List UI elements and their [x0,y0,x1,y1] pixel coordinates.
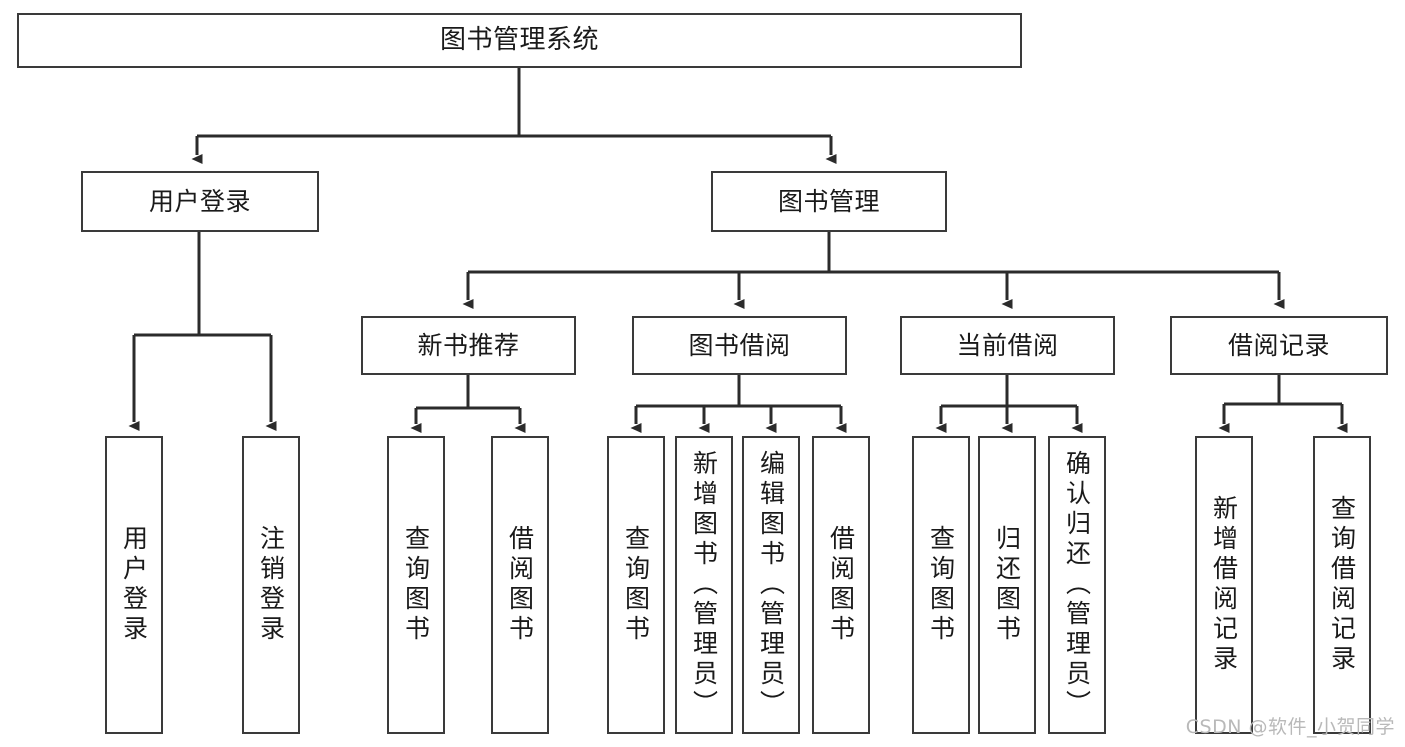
node-leaf-add-book-label: 新增图书（管理员） [689,450,719,720]
node-leaf-borrow-book-1[interactable]: 借阅图书 [491,436,549,734]
node-root-label: 图书管理系统 [439,25,599,56]
node-leaf-logout-label: 注销登录 [256,525,286,645]
node-leaf-query-book-2-label: 查询图书 [621,525,651,645]
node-leaf-confirm-return-label: 确认归还（管理员） [1062,450,1092,720]
node-leaf-query-book-2[interactable]: 查询图书 [607,436,665,734]
node-user-login[interactable]: 用户登录 [81,171,319,232]
node-leaf-return-book[interactable]: 归还图书 [978,436,1036,734]
node-leaf-logout[interactable]: 注销登录 [242,436,300,734]
node-leaf-user-login-label: 用户登录 [119,525,149,645]
node-leaf-add-record[interactable]: 新增借阅记录 [1195,436,1253,734]
node-leaf-borrow-book-2[interactable]: 借阅图书 [812,436,870,734]
node-book-borrow[interactable]: 图书借阅 [632,316,847,375]
node-book-manage-label: 图书管理 [777,186,880,216]
node-leaf-query-book-3[interactable]: 查询图书 [912,436,970,734]
node-new-book-recommend-label: 新书推荐 [417,330,520,360]
node-leaf-user-login[interactable]: 用户登录 [105,436,163,734]
node-current-borrow[interactable]: 当前借阅 [900,316,1115,375]
node-leaf-query-book-3-label: 查询图书 [926,525,956,645]
node-leaf-add-record-label: 新增借阅记录 [1209,495,1239,675]
node-leaf-query-record[interactable]: 查询借阅记录 [1313,436,1371,734]
node-leaf-edit-book[interactable]: 编辑图书（管理员） [742,436,800,734]
node-leaf-borrow-book-2-label: 借阅图书 [826,525,856,645]
node-borrow-record[interactable]: 借阅记录 [1170,316,1388,375]
node-book-borrow-label: 图书借阅 [688,330,791,360]
node-user-login-label: 用户登录 [148,186,251,216]
node-leaf-edit-book-label: 编辑图书（管理员） [756,450,786,720]
node-new-book-recommend[interactable]: 新书推荐 [361,316,576,375]
node-leaf-add-book[interactable]: 新增图书（管理员） [675,436,733,734]
node-leaf-query-book-1-label: 查询图书 [401,525,431,645]
node-leaf-query-record-label: 查询借阅记录 [1327,495,1357,675]
node-leaf-query-book-1[interactable]: 查询图书 [387,436,445,734]
node-root[interactable]: 图书管理系统 [17,13,1022,68]
watermark-label: CSDN @软件_小贺同学 [1185,716,1395,738]
node-book-manage[interactable]: 图书管理 [711,171,947,232]
node-borrow-record-label: 借阅记录 [1227,330,1330,360]
node-current-borrow-label: 当前借阅 [956,330,1059,360]
node-leaf-confirm-return[interactable]: 确认归还（管理员） [1048,436,1106,734]
node-leaf-borrow-book-1-label: 借阅图书 [505,525,535,645]
node-leaf-return-book-label: 归还图书 [992,525,1022,645]
